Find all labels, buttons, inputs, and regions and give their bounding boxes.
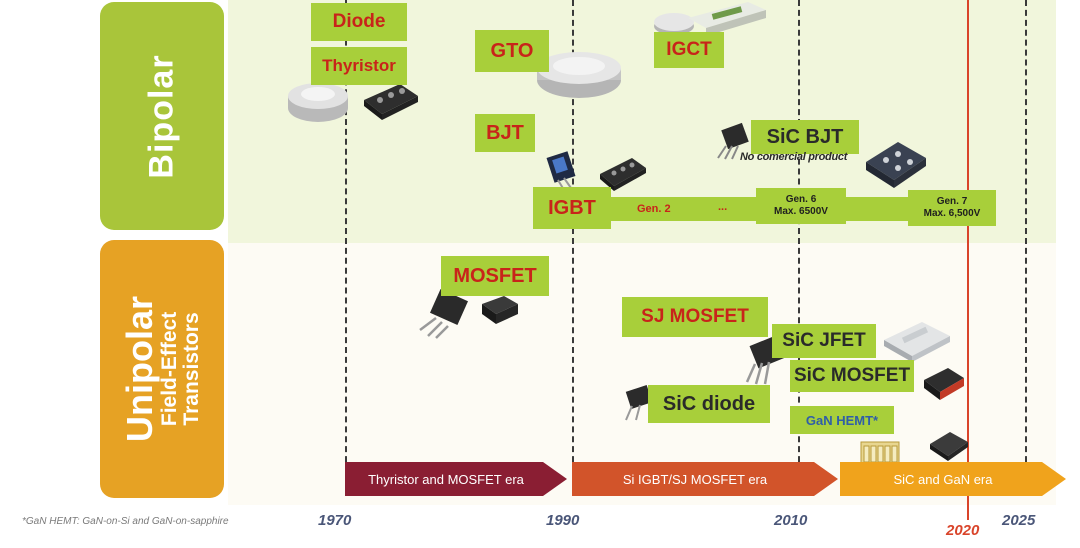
sic-mosfet-module-icon [884,322,950,362]
timeline-line-1990 [572,0,574,472]
timeline-line-2020-highlight [967,0,969,520]
timeline-line-2025 [1025,0,1027,472]
sic-bjt-to247-icon [717,122,749,160]
sic-mosfet-label: SiC MOSFET [790,360,914,392]
igbt-gen6-tag: Gen. 6 Max. 6500V [756,188,846,224]
era-arrow-si-igbt-sj-mosfet: Si IGBT/SJ MOSFET era [572,462,838,496]
gan-hemt-package-icon [930,432,968,461]
sic-diode-label: SiC diode [648,385,770,423]
igbt-module-icon [600,158,646,191]
bipolar-category-label: Bipolar [100,2,224,230]
press-pack-diode-icon [288,83,348,122]
igct-module-icon [654,2,766,36]
bjt-label: BJT [475,114,535,152]
mosfet-label: MOSFET [441,256,549,296]
thyristor-label: Thyristor [311,47,407,85]
igbt-gen7-line1: Gen. 7 [936,196,968,207]
sic-bjt-module-icon [866,142,926,188]
igbt-discrete-icon [546,151,576,191]
unipolar-sub2: Transistors [179,312,203,426]
unipolar-category-label: Unipolar Field-Effect Transistors [100,240,224,498]
bipolar-label-text: Bipolar [142,53,181,179]
igbt-gen6-line2: Max. 6500V [774,206,828,217]
thyristor-module-icon [364,84,418,120]
year-2010: 2010 [774,512,808,529]
timeline-line-1970 [345,0,347,472]
gan-hemt-label: GaN HEMT* [790,406,894,434]
unipolar-band [228,243,1056,505]
igbt-label: IGBT [533,187,611,229]
unipolar-label-text: Unipolar [119,295,161,442]
year-2020: 2020 [946,522,980,539]
era-arrow-thyristor-mosfet: Thyristor and MOSFET era [345,462,567,496]
unipolar-sub1: Field-Effect [157,311,181,427]
gto-label: GTO [475,30,549,72]
sic-bjt-label: SiC BJT [751,120,859,154]
igbt-gen7-tag: Gen. 7 Max. 6,500V [908,190,996,226]
mosfet-smd-icon [482,296,518,324]
igbt-gen-ellipsis: ... [718,201,728,213]
sic-jfet-label: SiC JFET [772,324,876,358]
footnote: *GaN HEMT: GaN-on-Si and GaN-on-sapphire [22,516,229,527]
sj-mosfet-label: SJ MOSFET [622,297,768,337]
sic-diode-to247-icon [625,385,653,421]
year-1990: 1990 [546,512,580,529]
year-1970: 1970 [318,512,352,529]
timeline-line-2010 [798,0,800,472]
igbt-gen6-line1: Gen. 6 [785,194,817,205]
era-arrow-sic-gan: SiC and GaN era [840,462,1066,496]
igct-label: IGCT [654,32,724,68]
sic-mosfet-chip-icon [924,368,964,400]
igbt-gen7-line2: Max. 6,500V [923,208,981,219]
igbt-gen2-label: Gen. 2 [637,203,671,215]
diode-label: Diode [311,3,407,41]
sic-bjt-note: No comercial product [740,151,848,163]
mosfet-to247-icon [419,289,468,339]
gto-disc-icon [537,52,621,98]
year-2025: 2025 [1002,512,1036,529]
